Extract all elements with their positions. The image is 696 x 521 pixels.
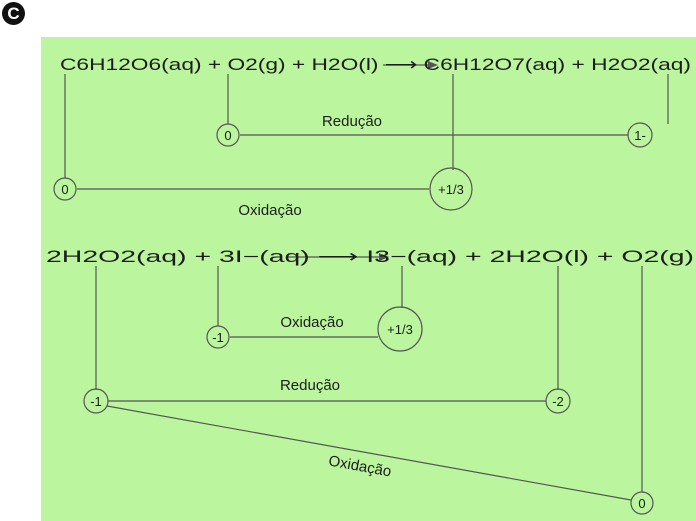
oxidation-label-1: Oxidação: [238, 202, 301, 219]
reduction-label-2: Redução: [280, 377, 340, 394]
ox-state-circle: [216, 123, 240, 147]
ox-state-circle: [630, 491, 654, 515]
ox-state-triiodide: +1/3: [387, 322, 413, 337]
reduction-label-1: Redução: [322, 113, 382, 130]
ox-state-glucose: 0: [61, 182, 68, 197]
arrowhead-icon: [428, 61, 438, 69]
oxidation-label-iodine: Oxidação: [280, 314, 343, 331]
reaction-2-equation: 2H2O2(aq) + 3I−(aq) ⟶ I3−(aq) + 2H2O(l) …: [46, 248, 694, 266]
oxidation-line-oxygen: [106, 405, 632, 501]
ox-state-circle: [429, 167, 473, 211]
ox-state-circle: [53, 177, 77, 201]
ox-state-water: -2: [552, 394, 564, 409]
ox-state-circle: [545, 388, 571, 414]
item-letter-badge: C: [2, 2, 25, 25]
arrowhead-icon: [379, 253, 389, 261]
ox-state-h2o2: 1-: [634, 128, 646, 143]
ox-state-iodide: -1: [212, 330, 224, 345]
oxidation-label-oxygen: Oxidação: [327, 453, 392, 481]
diagram-panel: [41, 37, 696, 521]
ox-state-circle: [206, 325, 230, 349]
ox-state-circle: [377, 306, 423, 352]
ox-state-peroxide: -1: [90, 394, 102, 409]
ox-state-oxygen: 0: [638, 496, 645, 511]
ox-state-circle: [627, 122, 653, 148]
reaction-1-equation: C6H12O6(aq) + O2(g) + H2O(l) ⟶ C6H12O7(a…: [60, 56, 691, 74]
ox-state-gluconic: +1/3: [438, 182, 464, 197]
ox-state-o2: 0: [224, 128, 231, 143]
ox-state-circle: [83, 388, 109, 414]
